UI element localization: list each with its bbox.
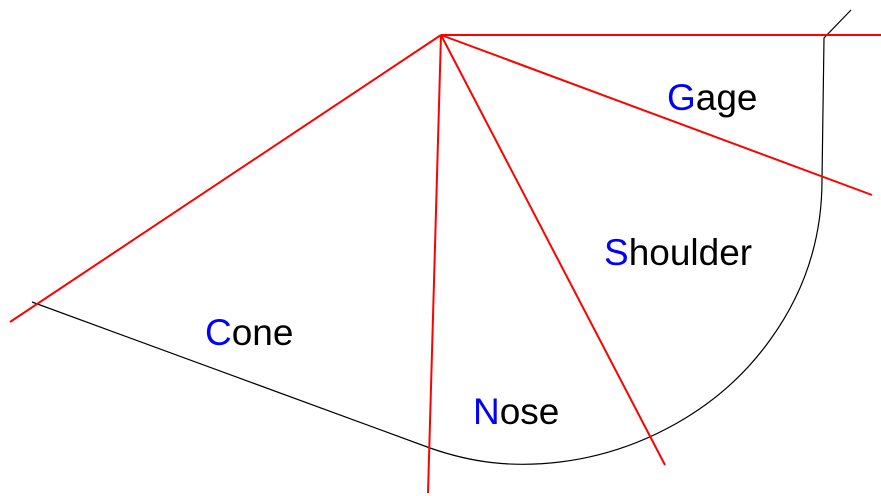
- shoulder-label-rest: houlder: [629, 232, 752, 273]
- cone-nose-divider: [427, 34, 442, 494]
- cone-label-rest: one: [232, 312, 294, 353]
- nose-label-initial: N: [473, 391, 500, 432]
- cone-label: Cone: [205, 312, 293, 353]
- shoulder-label-initial: S: [604, 232, 629, 273]
- gage-label: Gage: [667, 77, 758, 118]
- gage-label-initial: G: [667, 77, 696, 118]
- cone-outer-divider: [9, 34, 442, 323]
- nose-label-rest: ose: [500, 391, 560, 432]
- bit-profile-curve: [31, 9, 852, 465]
- shoulder-label: Shoulder: [604, 232, 752, 273]
- nose-shoulder-divider: [440, 34, 666, 466]
- nose-label: Nose: [473, 391, 559, 432]
- gage-label-rest: age: [696, 77, 758, 118]
- region-dividers: [9, 34, 881, 494]
- cone-label-initial: C: [205, 312, 232, 353]
- shoulder-gage-divider: [440, 34, 873, 196]
